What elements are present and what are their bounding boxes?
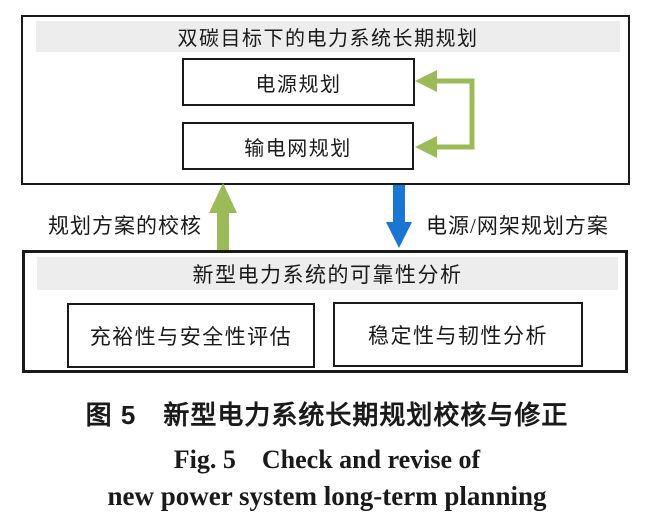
check-flow-label: 规划方案的校核 — [48, 214, 202, 238]
caption-english-line2: new power system long-term planning — [107, 481, 547, 511]
reliability-section-header: 新型电力系统的可靠性分析 — [37, 257, 618, 290]
node-stability-resilience-analysis: 稳定性与韧性分析 — [333, 302, 583, 367]
check-up-arrow-icon — [209, 183, 237, 250]
plan-flow-label: 电源/网架规划方案 — [426, 214, 609, 238]
node-adequacy-security-assessment: 充裕性与安全性评估 — [67, 303, 315, 368]
node-transmission-grid-planning: 输电网规划 — [182, 122, 414, 170]
plan-down-arrow-icon — [386, 185, 412, 248]
node-power-source-planning: 电源规划 — [182, 58, 415, 106]
caption-english-line1: Fig. 5 Check and revise of — [173, 445, 481, 474]
planning-section-header: 双碳目标下的电力系统长期规划 — [36, 21, 620, 52]
caption-chinese: 图 5 新型电力系统长期规划校核与修正 — [85, 400, 569, 430]
